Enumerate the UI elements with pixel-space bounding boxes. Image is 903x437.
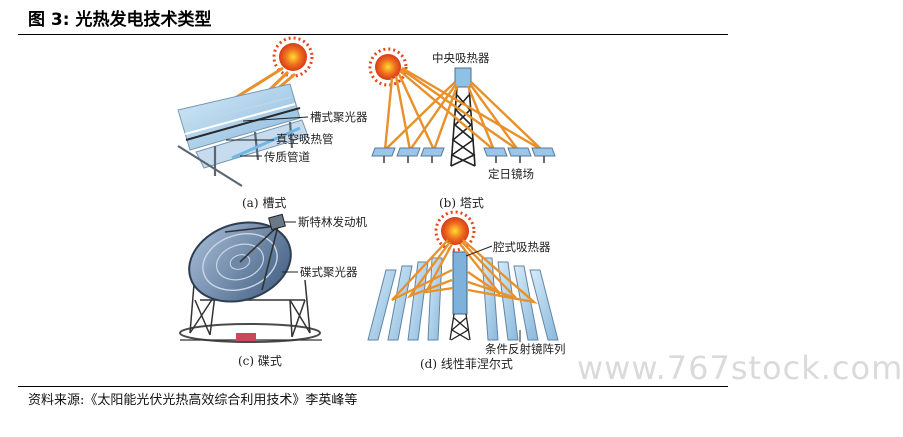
transfer-pipe [231, 126, 301, 160]
central-receiver [454, 67, 472, 88]
label-trough-concentrator: 槽式聚光器 [310, 110, 368, 124]
trough-leader-lines [226, 116, 309, 157]
sun-icon [368, 47, 408, 87]
label-central-receiver: 中央吸热器 [432, 51, 490, 65]
heliostat-field [371, 147, 556, 163]
label-cavity-receiver: 腔式吸热器 [493, 240, 551, 254]
fresnel-rays [391, 239, 538, 304]
fresnel-leader-lines [465, 245, 521, 342]
title-rule [18, 34, 728, 35]
source-rule [18, 386, 728, 387]
tower-rays [383, 66, 543, 152]
dish-leader-lines [282, 221, 298, 273]
cavity-receiver [452, 251, 468, 315]
label-dish-concentrator: 碟式聚光器 [300, 265, 358, 279]
dish-pedestal [236, 333, 256, 341]
stirling-engine [268, 213, 286, 231]
label-transfer-pipe: 传质管道 [264, 150, 310, 164]
watermark: www.767stock.com [577, 349, 903, 387]
label-stirling-engine: 斯特林发动机 [298, 215, 367, 229]
source-note: 资料来源:《太阳能光伏光热高效综合利用技术》李英峰等 [28, 393, 358, 408]
label-vacuum-tube: 真空吸热管 [276, 132, 334, 146]
vacuum-tube [185, 107, 301, 141]
label-mirror-array: 条件反射镜阵列 [485, 342, 566, 356]
figure-title: 图 3: 光热发电技术类型 [28, 10, 212, 30]
fresnel-diagram: 腔式吸热器 条件反射镜阵列 (d) 线性菲涅尔式 [367, 210, 566, 371]
caption-dish: (c) 碟式 [238, 354, 282, 368]
engine-arm [224, 225, 279, 291]
caption-fresnel: (d) 线性菲涅尔式 [420, 356, 513, 371]
dish-base-ring [179, 323, 321, 343]
label-heliostat-field: 定日镜场 [488, 167, 534, 181]
caption-tower: (b) 塔式 [439, 196, 484, 210]
figure-illustration: 槽式聚光器 真空吸热管 传质管道 (a) 槽式 中央吸热器 [177, 36, 566, 371]
fresnel-tower [449, 313, 471, 341]
sun-icon [434, 210, 476, 252]
tower-diagram: 中央吸热器 [368, 47, 556, 210]
dish-diagram: 斯特林发动机 碟式聚光器 (c) 碟式 [179, 213, 367, 368]
trough-diagram: 槽式聚光器 真空吸热管 传质管道 (a) 槽式 [177, 36, 368, 210]
fresnel-mirror-array [367, 257, 559, 341]
caption-trough: (a) 槽式 [242, 196, 286, 210]
sun-icon [272, 36, 314, 78]
